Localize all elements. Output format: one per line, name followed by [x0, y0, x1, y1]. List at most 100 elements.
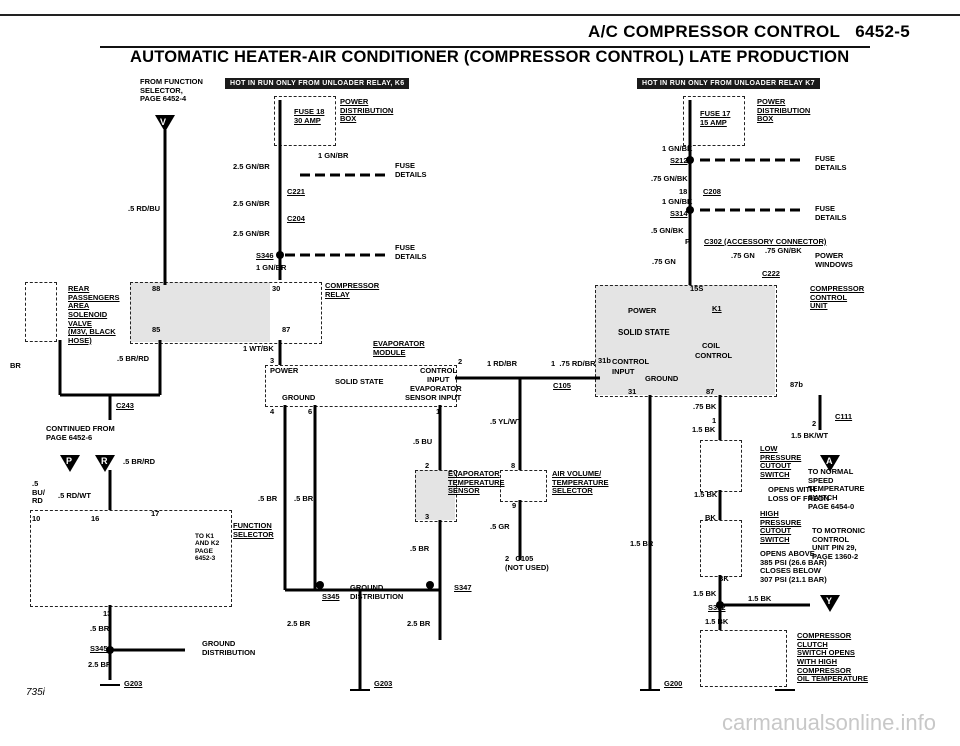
pin16-label: 16 [91, 514, 100, 523]
c208-label: C208 [703, 187, 721, 196]
module-ground-label: GROUND [282, 393, 316, 402]
low-pressure-switch-label: LOW PRESSURE CUTOUT SWITCH [760, 444, 802, 479]
fuse18-box [274, 96, 336, 146]
conn-a-label: A [826, 456, 833, 466]
c221-label: C221 [287, 187, 305, 196]
pin17-label: 17 [151, 509, 160, 518]
g200-label: G200 [664, 679, 683, 688]
pin85-label: 85 [152, 325, 161, 334]
module-solid-state-label: SOLID STATE [335, 377, 384, 386]
function-selector-box [30, 510, 232, 607]
wire-1gnbk-label: 1 GN/BK [662, 144, 693, 153]
sensor-pin3-label: 3 [425, 512, 430, 521]
wire-25gnbr-b-label: 2.5 GN/BR [233, 199, 270, 208]
c243-label: C243 [116, 401, 134, 410]
bk-label: BK [705, 513, 716, 522]
conn-v-label: V [160, 117, 167, 127]
to-normal-label: TO NORMAL SPEED TEMPERATURE SWITCH PAGE … [808, 467, 865, 511]
selector-pin8-label: 8 [511, 461, 516, 470]
module-input-label: INPUT [427, 375, 450, 384]
g203-a-label: G203 [124, 679, 143, 688]
wire-75gn-b-label: .75 GN [731, 251, 755, 260]
pin18-label: 18 [679, 187, 688, 196]
air-volume-box [500, 470, 547, 502]
page-code: 735i [26, 687, 45, 698]
evaporator-module-box [265, 365, 457, 407]
conn-p-marker [60, 455, 80, 472]
wire-1gnbr-label: 1 GN/BR [318, 151, 349, 160]
ccu-ground-label: GROUND [645, 374, 679, 383]
module-pin2-label: 2 [458, 357, 463, 366]
c111-label: C111 [835, 412, 853, 421]
rear-solenoid-box [25, 282, 57, 342]
from-function-label: FROM FUNCTION SELECTOR, PAGE 6452-4 [140, 77, 203, 104]
wire-5bu-c-label: .5 BU [413, 437, 433, 446]
function-selector-label: FUNCTION SELECTOR [233, 521, 274, 539]
conn-a-marker [820, 455, 840, 472]
continued-from-label: CONTINUED FROM PAGE 6452-6 [46, 424, 115, 442]
module-pin1-label: 1 [436, 407, 441, 416]
pin-p-label: P [685, 237, 691, 246]
wire-5br-label: .5 BR [90, 624, 110, 633]
conn-r-label: R [101, 456, 108, 466]
selector-pin9-label: 9 [512, 501, 517, 510]
module-control-label: CONTROL [420, 366, 458, 375]
evap-temp-sensor-box [415, 470, 457, 522]
wire-75bk-label: .75 BK [693, 402, 717, 411]
wire-5gnbk-label: .5 GN/BK [651, 226, 684, 235]
power-dist-right-label: POWER DISTRIBUTION BOX [757, 97, 811, 124]
ccu-control-label: CONTROL [612, 357, 650, 366]
wire-25br-c-label: 2.5 BR [407, 619, 431, 628]
wire-5ylwt-label: .5 YL/WT [490, 417, 522, 426]
pin87-right-label: 87 [706, 387, 715, 396]
wire-75gn-label: .75 GN [652, 257, 676, 266]
compressor-relay-box [130, 282, 322, 344]
watermark: carmanualsonline.info [721, 710, 936, 735]
to-motronic-label: TO MOTRONIC CONTROL UNIT PIN 29, PAGE 13… [812, 526, 866, 561]
c222-label: C222 [762, 269, 780, 278]
fuse-detail-wires [285, 158, 800, 257]
wire-rdbu-label: .5 RD/BU [128, 204, 161, 213]
page-header: A/C COMPRESSOR CONTROL 6452-5 [588, 22, 910, 42]
banner-left: HOT IN RUN ONLY FROM UNLOADER RELAY, K6 [225, 78, 410, 89]
splice-dots [106, 156, 724, 654]
wire-15bk-b-label: 1.5 BK [694, 490, 718, 499]
module-power-label: POWER [270, 366, 299, 375]
c204-label: C204 [287, 214, 305, 223]
sensor-pin2-label: 2 [425, 461, 430, 470]
pin30-label: 30 [272, 284, 281, 293]
opens-with-label: OPENS WITH LOSS OF FREON [768, 485, 830, 503]
s346-label: S346 [256, 251, 274, 260]
wire-5br-c-label: .5 BR [258, 494, 278, 503]
pin15s-label: 15S [690, 284, 704, 293]
s345-center-label: S345 [322, 592, 340, 601]
module-evaporator-label: EVAPORATOR [410, 384, 462, 393]
pin31b-label: 31b [598, 356, 611, 365]
conn-r-marker [95, 455, 115, 472]
fuse-details-2-label: FUSE DETAILS [395, 243, 427, 261]
k1-label: K1 [712, 304, 722, 313]
module-pin4-label: 4 [270, 407, 275, 416]
module-sensor-input-label: SENSOR INPUT [405, 393, 462, 402]
ground-symbols [100, 684, 795, 691]
fuse-details-b-label: FUSE DETAILS [815, 204, 847, 222]
wire-1gnbr-b-label: 1 GN/BR [256, 263, 287, 272]
power-windows-label: POWER WINDOWS [815, 251, 853, 269]
wire-5rdwt-label: .5 RD/WT [58, 491, 91, 500]
connector-triangles [60, 115, 840, 612]
c111-pin1-label: 1 [712, 416, 717, 425]
wires [58, 100, 822, 690]
c105-label: C105 [553, 381, 571, 390]
conn-y-marker [820, 595, 840, 612]
banner-right: HOT IN RUN ONLY FROM UNLOADER RELAY K7 [637, 78, 820, 89]
wire-15bk-d-label: 1.5 BK [748, 594, 772, 603]
c111-pin2-label: 2 [812, 419, 817, 428]
s347-label: S347 [454, 583, 472, 592]
opens-above-label: OPENS ABOVE 385 PSI (26.6 BAR) CLOSES BE… [760, 549, 827, 584]
fuse-details-a-label: FUSE DETAILS [815, 154, 847, 172]
relay-shade [130, 282, 270, 342]
wire-15br-label: 1.5 BR [630, 539, 654, 548]
fuse17-label: FUSE 17 15 AMP [700, 109, 731, 127]
wire-5gr-label: .5 GR [490, 522, 510, 531]
